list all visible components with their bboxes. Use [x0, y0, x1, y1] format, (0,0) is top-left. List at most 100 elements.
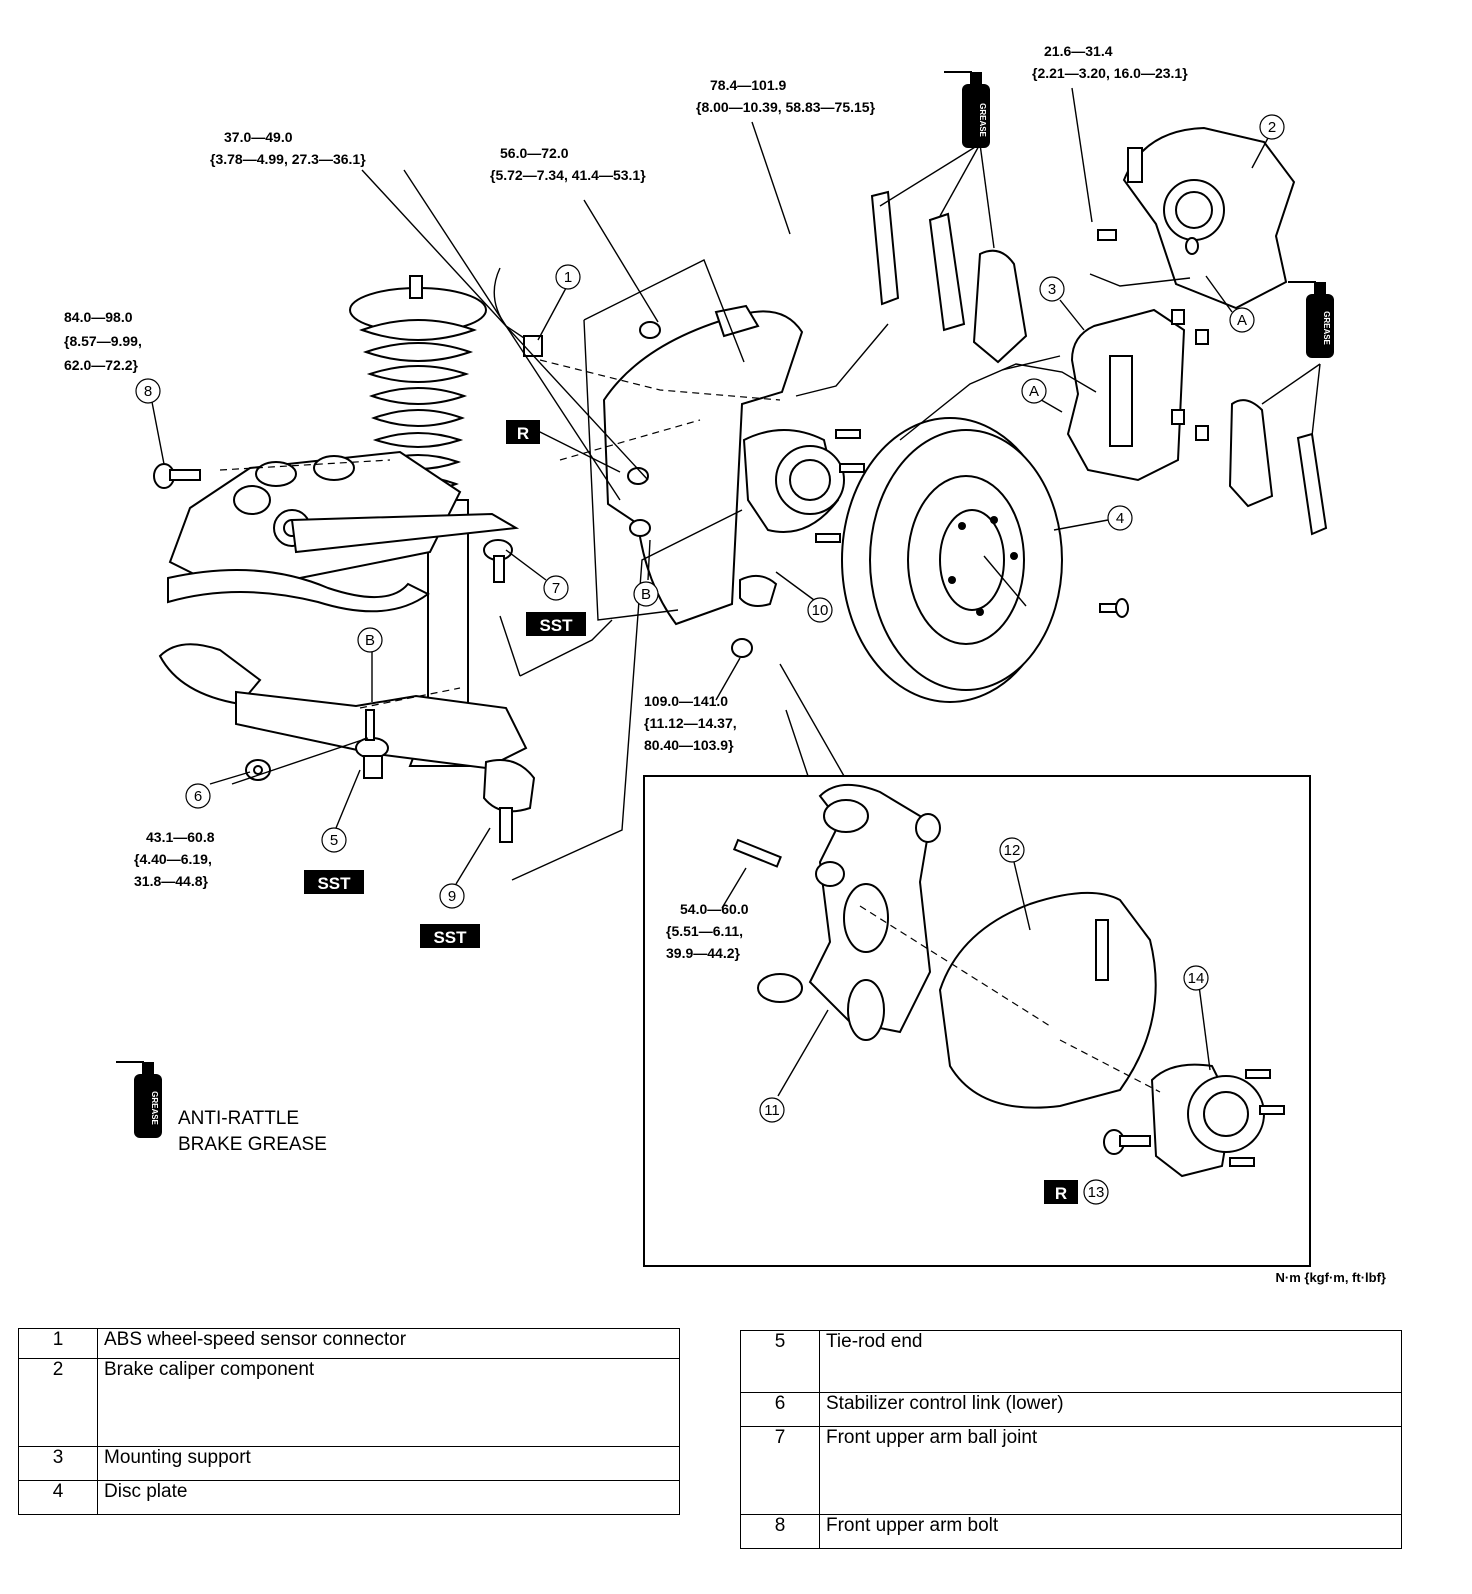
callout-1: 1: [555, 264, 581, 290]
part-name: Mounting support: [97, 1446, 680, 1481]
grease-tube-icon: GREASE: [944, 71, 990, 148]
replace-tag: R: [1044, 1180, 1078, 1204]
part-number: 1: [18, 1328, 98, 1359]
part-name: Disc plate: [97, 1480, 680, 1515]
table-row: 6 Stabilizer control link (lower): [740, 1392, 1402, 1427]
mounting-support: [1066, 308, 1209, 482]
front-upper-arm-bolt: [153, 463, 201, 489]
sst-tag: SST: [420, 924, 480, 948]
callout-11: 11: [759, 1097, 785, 1123]
svg-text:{2.21—3.20, 16.0—23.1}: {2.21—3.20, 16.0—23.1}: [1032, 65, 1188, 81]
svg-text:13: 13: [1088, 1184, 1105, 1201]
sst-tag: SST: [304, 870, 364, 894]
callout-13: 13: [1083, 1179, 1109, 1205]
table-row: 4 Disc plate: [18, 1480, 680, 1515]
svg-text:109.0—141.0: 109.0—141.0: [644, 693, 728, 709]
table-row: 3 Mounting support: [18, 1446, 680, 1481]
svg-text:{8.57—9.99,: {8.57—9.99,: [64, 333, 142, 349]
table-row: 2 Brake caliper component: [18, 1358, 680, 1447]
svg-text:62.0—72.2}: 62.0—72.2}: [64, 357, 138, 373]
svg-text:54.0—60.0: 54.0—60.0: [680, 901, 749, 917]
table-row: 1 ABS wheel-speed sensor connector: [18, 1328, 680, 1359]
brake-caliper: [1097, 126, 1296, 310]
grease-tube-icon: GREASE: [1288, 281, 1334, 358]
part-name: ABS wheel-speed sensor connector: [97, 1328, 680, 1359]
part-name: Tie-rod end: [819, 1330, 1402, 1393]
svg-text:A: A: [1029, 383, 1039, 400]
svg-text:SST: SST: [433, 928, 467, 947]
torque-spec-upper-mount: 37.0—49.0 {3.78—4.99, 27.3—36.1}: [210, 129, 366, 167]
callout-a: A: [1229, 307, 1255, 333]
svg-text:{5.51—6.11,: {5.51—6.11,: [666, 923, 743, 939]
parts-table-right: 5 Tie-rod end 6 Stabilizer control link …: [740, 1330, 1402, 1549]
callout-6: 6: [185, 783, 211, 809]
callout-a: A: [1021, 378, 1047, 404]
svg-text:{3.78—4.99, 27.3—36.1}: {3.78—4.99, 27.3—36.1}: [210, 151, 366, 167]
svg-text:A: A: [1237, 312, 1247, 329]
svg-text:R: R: [517, 424, 529, 443]
svg-text:31.8—44.8}: 31.8—44.8}: [134, 873, 208, 889]
part-name: Brake caliper component: [97, 1358, 680, 1447]
svg-text:4: 4: [1116, 510, 1124, 527]
torque-unit-label: N·m {kgf·m, ft·lbf}: [1275, 1270, 1387, 1285]
svg-text:12: 12: [1004, 842, 1021, 859]
svg-text:{8.00—10.39, 58.83—75.15}: {8.00—10.39, 58.83—75.15}: [696, 99, 876, 115]
grease-legend: ANTI-RATTLE BRAKE GREASE: [178, 1108, 327, 1155]
svg-text:B: B: [641, 586, 651, 603]
callout-10: 10: [807, 597, 833, 623]
torque-spec-stabilizer-link-nut: 43.1—60.8 {4.40—6.19, 31.8—44.8}: [134, 829, 215, 889]
svg-text:R: R: [1055, 1184, 1067, 1203]
svg-text:9: 9: [448, 888, 456, 905]
svg-text:10: 10: [812, 602, 829, 619]
exploded-view-diagram: GREASE GREASE GREASE: [64, 43, 1334, 1267]
grease-tube-icon: GREASE: [116, 1061, 162, 1138]
svg-text:8: 8: [144, 383, 152, 400]
brake-pads-lower: [1228, 399, 1328, 536]
torque-spec-caliper-bolt: 78.4—101.9 {8.00—10.39, 58.83—75.15}: [696, 77, 876, 115]
inset-dust-shield: [938, 891, 1157, 1109]
inset-wheel-hub: [1150, 1063, 1285, 1178]
table-row: 7 Front upper arm ball joint: [740, 1426, 1402, 1515]
callout-14: 14: [1183, 965, 1209, 991]
svg-text:GREASE: GREASE: [1322, 311, 1331, 345]
part-name: Front upper arm bolt: [819, 1514, 1402, 1549]
svg-text:B: B: [365, 632, 375, 649]
inset-steering-knuckle: [732, 783, 941, 1041]
callout-5: 5: [321, 827, 347, 853]
torque-spec-abs-nut: 56.0—72.0 {5.72—7.34, 41.4—53.1}: [490, 145, 646, 183]
callout-12: 12: [999, 837, 1025, 863]
sst-tag: SST: [526, 612, 586, 636]
svg-text:GREASE: GREASE: [150, 1091, 159, 1125]
svg-text:80.40—103.9}: 80.40—103.9}: [644, 737, 734, 753]
torque-spec-caliper-guide-pin: 21.6—31.4 {2.21—3.20, 16.0—23.1}: [1032, 43, 1188, 81]
part-number: 2: [18, 1358, 98, 1447]
callout-4: 4: [1107, 505, 1133, 531]
callout-b: B: [357, 627, 383, 653]
callout-b: B: [633, 581, 659, 607]
svg-text:{4.40—6.19,: {4.40—6.19,: [134, 851, 212, 867]
svg-text:21.6—31.4: 21.6—31.4: [1044, 43, 1113, 59]
table-row: 5 Tie-rod end: [740, 1330, 1402, 1393]
parts-table-left: 1 ABS wheel-speed sensor connector 2 Bra…: [18, 1328, 680, 1515]
subframe-and-arms: [158, 450, 536, 843]
svg-text:1: 1: [564, 269, 572, 286]
table-row: 8 Front upper arm bolt: [740, 1514, 1402, 1549]
svg-text:BRAKE GREASE: BRAKE GREASE: [178, 1134, 327, 1155]
brake-pads-upper: [870, 190, 1028, 364]
svg-text:SST: SST: [317, 874, 351, 893]
abs-sensor-connector: [493, 267, 543, 357]
svg-text:GREASE: GREASE: [978, 103, 987, 137]
callout-2: 2: [1259, 114, 1285, 140]
svg-text:78.4—101.9: 78.4—101.9: [710, 77, 786, 93]
steering-knuckle-main: [602, 304, 865, 658]
svg-text:37.0—49.0: 37.0—49.0: [224, 129, 293, 145]
callout-9: 9: [439, 883, 465, 909]
svg-text:14: 14: [1188, 970, 1205, 987]
part-number: 8: [740, 1514, 820, 1549]
svg-text:{5.72—7.34, 41.4—53.1}: {5.72—7.34, 41.4—53.1}: [490, 167, 646, 183]
svg-text:11: 11: [764, 1102, 780, 1119]
svg-text:{11.12—14.37,: {11.12—14.37,: [644, 715, 737, 731]
part-number: 6: [740, 1392, 820, 1427]
svg-text:3: 3: [1048, 281, 1056, 298]
inset-hub-bolt: [1103, 1129, 1151, 1155]
